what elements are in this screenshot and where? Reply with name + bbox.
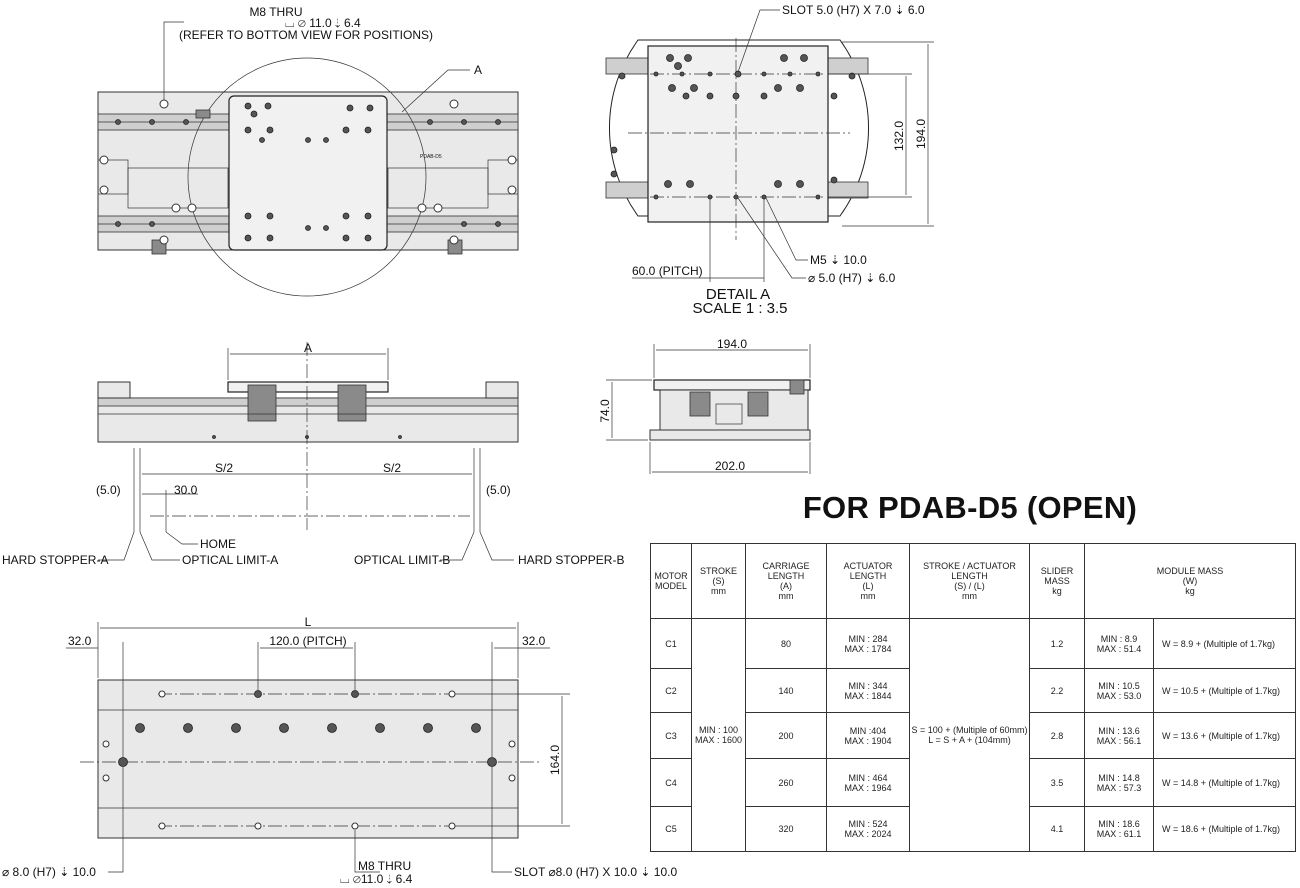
actuator-cell: MIN : 284 MAX : 1784 <box>826 618 910 669</box>
mass-formula-cell: W = 10.5 + (Multiple of 1.7kg) <box>1153 668 1296 713</box>
mass-formula-cell: W = 14.8 + (Multiple of 1.7kg) <box>1153 758 1296 807</box>
header-carriage-length: CARRIAGE LENGTH (A) mm <box>745 543 827 619</box>
detail-m5-label: M5 ⇣ 10.0 <box>810 253 867 267</box>
header-motor-model: MOTOR MODEL <box>650 543 692 619</box>
spec-table: MOTOR MODEL STROKE (S) mm CARRIAGE LENGT… <box>650 543 1296 852</box>
bottom-width: 164.0 <box>548 745 562 775</box>
bottom-right-end: 32.0 <box>522 634 546 648</box>
slider-mass-cell: 2.2 <box>1029 668 1085 713</box>
side-hard-stopper-a: HARD STOPPER-A <box>2 553 108 567</box>
bottom-pitch: 120.0 (PITCH) <box>269 634 346 648</box>
header-slider-mass: SLIDER MASS kg <box>1029 543 1085 619</box>
motor-model-cell: C3 <box>650 712 692 759</box>
bottom-m8-spec: ⌴ ⌀11.0 ⇣ 6.4 <box>340 872 413 886</box>
stroke-range-cell: MIN : 100 MAX : 1600 <box>691 618 746 852</box>
mass-formula-cell: W = 18.6 + (Multiple of 1.7kg) <box>1153 806 1296 852</box>
side-right-gap: (5.0) <box>486 483 511 497</box>
bottom-slot-label: SLOT ⌀8.0 (H7) X 10.0 ⇣ 10.0 <box>514 865 677 879</box>
table-row: C4 260 MIN : 464 MAX : 1964 3.5 MIN : 14… <box>650 758 1296 807</box>
bottom-length-label: L <box>305 615 312 629</box>
table-row: C1 MIN : 100 MAX : 1600 80 MIN : 284 MAX… <box>650 618 1296 852</box>
slider-mass-cell: 4.1 <box>1029 806 1085 852</box>
side-half-stroke-right: S/2 <box>383 461 401 475</box>
end-view: 194.0 74.0 202.0 <box>598 337 811 474</box>
side-half-stroke-left: S/2 <box>215 461 233 475</box>
side-hard-stopper-b: HARD STOPPER-B <box>518 553 624 567</box>
side-optical-limit-b: OPTICAL LIMIT-B <box>354 553 450 567</box>
actuator-cell: MIN : 344 MAX : 1844 <box>826 668 910 713</box>
side-home-label: HOME <box>200 537 236 551</box>
detail-dim-194: 194.0 <box>914 119 928 149</box>
detail-a-view: SLOT 5.0 (H7) X 7.0 ⇣ 6.0 132.0 194.0 M5… <box>605 3 934 317</box>
bottom-pin-hole: ⌀ 8.0 (H7) ⇣ 10.0 <box>2 865 96 879</box>
header-module-mass: MODULE MASS (W) kg <box>1084 543 1296 619</box>
side-view: A (5.0) 30.0 S/2 S/2 (5.0) HOME HARD STO… <box>2 341 624 567</box>
detail-pitch-label: 60.0 (PITCH) <box>632 264 703 278</box>
carriage-cell: 200 <box>745 712 827 759</box>
mass-range-cell: MIN : 14.8 MAX : 57.3 <box>1084 758 1154 807</box>
table-row: C3 200 MIN :404 MAX : 1904 2.8 MIN : 13.… <box>650 712 1296 759</box>
top-view: PDAB-D5 M8 THRU ⌴ ⌀ 11.0 ⇣ 6.4 (REFER TO… <box>97 5 519 297</box>
mass-formula-cell: W = 8.9 + (Multiple of 1.7kg) <box>1153 618 1296 669</box>
bottom-left-end: 32.0 <box>68 634 92 648</box>
end-top-width: 194.0 <box>717 337 747 351</box>
carriage-cell: 320 <box>745 806 827 852</box>
actuator-cell: MIN : 464 MAX : 1964 <box>826 758 910 807</box>
side-carriage-dim: A <box>304 341 312 355</box>
slider-mass-cell: 1.2 <box>1029 618 1085 669</box>
bottom-view: L 32.0 32.0 120.0 (PITCH) 164.0 ⌀ 8.0 (H… <box>2 615 677 886</box>
header-stroke: STROKE (S) mm <box>691 543 746 619</box>
motor-model-cell: C5 <box>650 806 692 852</box>
mass-range-cell: MIN : 18.6 MAX : 61.1 <box>1084 806 1154 852</box>
side-optical-limit-a: OPTICAL LIMIT-A <box>182 553 278 567</box>
detail-dim-132: 132.0 <box>892 121 906 151</box>
top-m8-label: M8 THRU <box>249 5 302 19</box>
svg-text:PDAB-D5: PDAB-D5 <box>420 154 442 160</box>
actuator-cell: MIN :404 MAX : 1904 <box>826 712 910 759</box>
formula-cell: S = 100 + (Multiple of 60mm) L = S + A +… <box>909 618 1030 852</box>
mass-range-cell: MIN : 13.6 MAX : 56.1 <box>1084 712 1154 759</box>
end-height: 74.0 <box>598 399 612 423</box>
end-bottom-width: 202.0 <box>715 459 745 473</box>
detail-title: DETAIL A <box>706 286 770 303</box>
top-m8-note: (REFER TO BOTTOM VIEW FOR POSITIONS) <box>179 28 433 42</box>
mass-formula-cell: W = 13.6 + (Multiple of 1.7kg) <box>1153 712 1296 759</box>
detail-scale: SCALE 1 : 3.5 <box>692 300 787 317</box>
actuator-cell: MIN : 524 MAX : 2024 <box>826 806 910 852</box>
carriage-cell: 260 <box>745 758 827 807</box>
motor-model-cell: C2 <box>650 668 692 713</box>
slider-mass-cell: 2.8 <box>1029 712 1085 759</box>
table-row: C5 320 MIN : 524 MAX : 2024 4.1 MIN : 18… <box>650 806 1296 852</box>
side-left-gap: (5.0) <box>96 483 121 497</box>
slider-mass-cell: 3.5 <box>1029 758 1085 807</box>
carriage-cell: 80 <box>745 618 827 669</box>
top-m8-spec: ⌴ ⌀ 11.0 ⇣ 6.4 <box>285 16 361 30</box>
detail-marker: A <box>474 63 482 77</box>
carriage-cell: 140 <box>745 668 827 713</box>
detail-slot-label: SLOT 5.0 (H7) X 7.0 ⇣ 6.0 <box>782 3 925 17</box>
header-stroke-actuator: STROKE / ACTUATOR LENGTH (S) / (L) mm <box>909 543 1030 619</box>
mass-range-cell: MIN : 8.9 MAX : 51.4 <box>1084 618 1154 669</box>
table-row: C2 140 MIN : 344 MAX : 1844 2.2 MIN : 10… <box>650 668 1296 713</box>
mass-range-cell: MIN : 10.5 MAX : 53.0 <box>1084 668 1154 713</box>
motor-model-cell: C1 <box>650 618 692 669</box>
side-left-offset: 30.0 <box>174 483 198 497</box>
bottom-m8-label: M8 THRU <box>358 859 411 873</box>
table-title: FOR PDAB-D5 (OPEN) <box>802 490 1138 525</box>
header-actuator-length: ACTUATOR LENGTH (L) mm <box>826 543 910 619</box>
detail-hole-label: ⌀ 5.0 (H7) ⇣ 6.0 <box>808 271 896 285</box>
motor-model-cell: C4 <box>650 758 692 807</box>
